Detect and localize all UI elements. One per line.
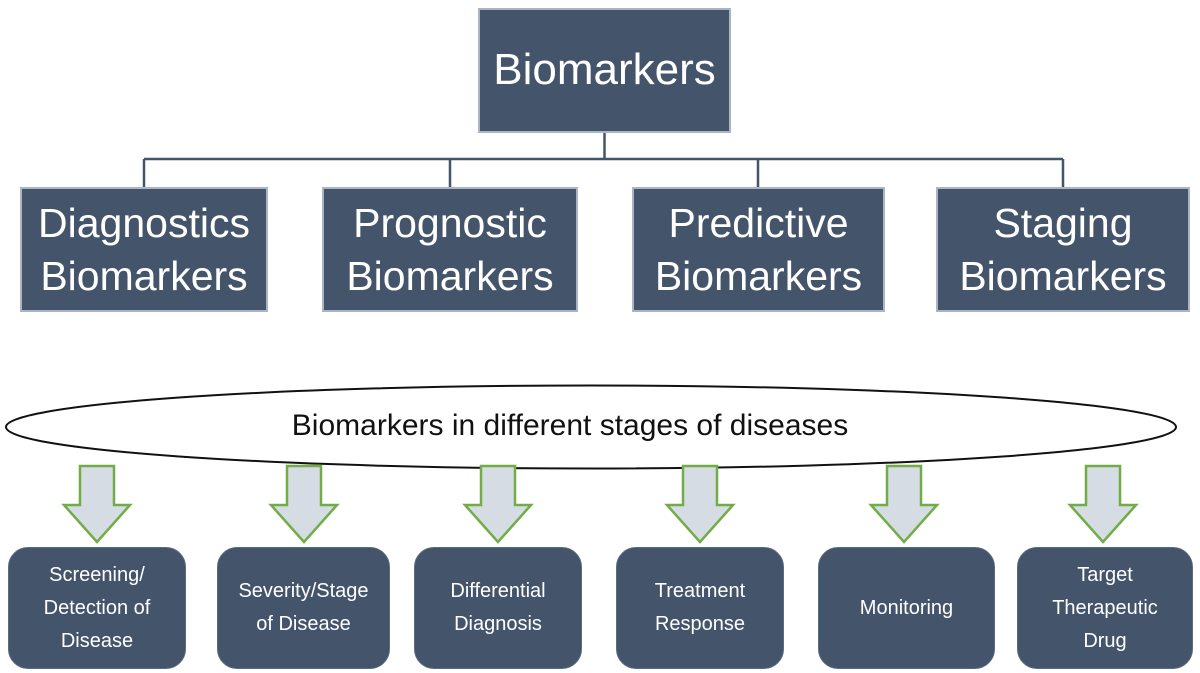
node-label: Biomarkers — [493, 45, 716, 95]
node-label: Diagnostics Biomarkers — [38, 200, 250, 299]
node-target-therapeutic-drug: Target Therapeutic Drug — [1017, 547, 1193, 669]
node-label: Staging Biomarkers — [959, 200, 1167, 299]
node-label: Monitoring — [859, 596, 954, 619]
stages-heading: Biomarkers in different stages of diseas… — [291, 409, 849, 442]
node-severity-stage-of-disease: Severity/Stage of Disease — [217, 547, 390, 669]
down-arrow-icon — [268, 464, 340, 544]
node-biomarkers-root: Biomarkers — [478, 8, 731, 133]
stages-ellipse — [5, 384, 1177, 470]
node-label: Prognostic Biomarkers — [346, 200, 554, 299]
node-label: Screening/ Detection of Disease — [43, 563, 151, 652]
node-label: Differential Diagnosis — [450, 580, 546, 635]
down-arrow-icon — [868, 464, 940, 544]
down-arrow-icon — [664, 464, 736, 544]
node-screening-detection-of-disease: Screening/ Detection of Disease — [8, 547, 186, 669]
down-arrow-icon — [462, 464, 534, 544]
node-label: Target Therapeutic Drug — [1052, 563, 1158, 652]
down-arrow-icon — [1067, 464, 1139, 544]
node-prognostic-biomarkers: Prognostic Biomarkers — [322, 187, 578, 312]
node-diagnostics-biomarkers: Diagnostics Biomarkers — [20, 187, 268, 312]
node-label: Treatment Response — [654, 580, 746, 635]
node-staging-biomarkers: Staging Biomarkers — [936, 187, 1190, 312]
down-arrow-icon — [61, 464, 133, 544]
node-differential-diagnosis: Differential Diagnosis — [414, 547, 582, 669]
node-label: Severity/Stage of Disease — [238, 580, 369, 635]
node-treatment-response: Treatment Response — [616, 547, 784, 669]
node-monitoring: Monitoring — [818, 547, 995, 669]
node-predictive-biomarkers: Predictive Biomarkers — [632, 187, 885, 312]
node-label: Predictive Biomarkers — [654, 200, 863, 299]
